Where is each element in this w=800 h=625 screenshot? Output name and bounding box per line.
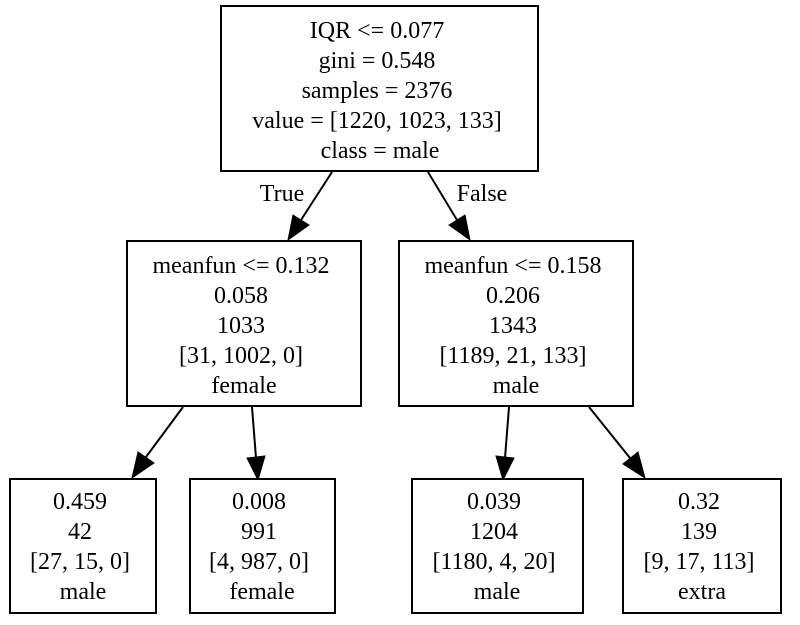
edge-line [588,406,631,459]
arrow-head [448,214,471,242]
node-box [398,240,634,407]
edge-root-right: False [427,171,508,242]
node-line: IQR <= 0.077 [310,18,444,44]
node-text: meanfun <= 0.158 0.206 1343 [1189, 21, 1… [424,253,607,399]
edge-right-rr [588,406,646,480]
node-box [126,240,362,407]
node-line: gini = 0.548 [319,48,436,74]
edge-line [427,171,458,221]
node-line: male [60,579,107,605]
node-line: 0.058 [214,283,268,309]
node-leaf-rl: 0.039 1204 [1180, 4, 20] male [411,478,584,614]
arrow-head [131,451,155,480]
node-line: 0.008 [232,489,286,515]
node-line: [1189, 21, 133] [439,343,586,369]
node-line: [9, 17, 113] [643,549,754,575]
node-line: [31, 1002, 0] [179,343,303,369]
node-line: female [211,373,276,399]
edge-line [251,406,257,459]
node-line: male [474,579,521,605]
node-right: meanfun <= 0.158 0.206 1343 [1189, 21, 1… [398,240,634,407]
node-text: meanfun <= 0.132 0.058 1033 [31, 1002, 0… [152,253,335,399]
node-line: female [229,579,294,605]
edge-root-left: True [260,171,333,242]
arrow-head [287,214,310,242]
node-text: 0.039 1204 [1180, 4, 20] male [432,489,561,605]
edges: True False [131,171,646,482]
arrow-head [622,451,646,480]
node-box [220,5,539,172]
node-box [622,478,782,614]
node-line: meanfun <= 0.132 [152,253,329,279]
node-text: 0.32 139 [9, 17, 113] extra [643,489,760,605]
node-line: 991 [241,519,277,545]
node-line: 42 [68,519,92,545]
node-line: 0.459 [53,489,107,515]
node-text: 0.459 42 [27, 15, 0] male [30,489,136,605]
edge-label-false: False [457,181,508,207]
node-box [411,478,584,614]
node-line: 1204 [470,519,518,545]
node-line: [4, 987, 0] [209,549,309,575]
node-leaf-ll: 0.459 42 [27, 15, 0] male [9,478,157,614]
node-box [9,478,157,614]
edge-right-rl [495,406,515,482]
edge-label-true: True [260,181,304,207]
node-line: [27, 15, 0] [30,549,130,575]
edge-line [145,406,184,458]
node-line: 1343 [489,313,537,339]
arrow-head [246,455,266,482]
node-left: meanfun <= 0.132 0.058 1033 [31, 1002, 0… [126,240,362,407]
edge-line [504,406,510,459]
node-line: 0.039 [467,489,521,515]
arrow-head [495,455,515,482]
node-line: meanfun <= 0.158 [424,253,601,279]
node-root: IQR <= 0.077 gini = 0.548 samples = 2376… [220,5,539,172]
node-line: class = male [321,138,440,164]
node-line: [1180, 4, 20] [432,549,555,575]
node-text: 0.008 991 [4, 987, 0] female [209,489,315,605]
node-leaf-lr: 0.008 991 [4, 987, 0] female [189,478,336,614]
node-leaf-rr: 0.32 139 [9, 17, 113] extra [622,478,782,614]
node-line: 139 [681,519,717,545]
edge-left-ll [131,406,184,480]
node-line: value = [1220, 1023, 133] [252,108,502,134]
node-line: male [493,373,540,399]
edge-left-lr [246,406,266,482]
node-line: 1033 [217,313,265,339]
node-text: IQR <= 0.077 gini = 0.548 samples = 2376… [252,18,508,164]
node-line: 0.32 [678,489,720,515]
edge-line [300,171,333,221]
node-line: 0.206 [486,283,540,309]
node-line: samples = 2376 [302,78,453,104]
node-line: extra [678,579,726,605]
node-box [189,478,336,614]
